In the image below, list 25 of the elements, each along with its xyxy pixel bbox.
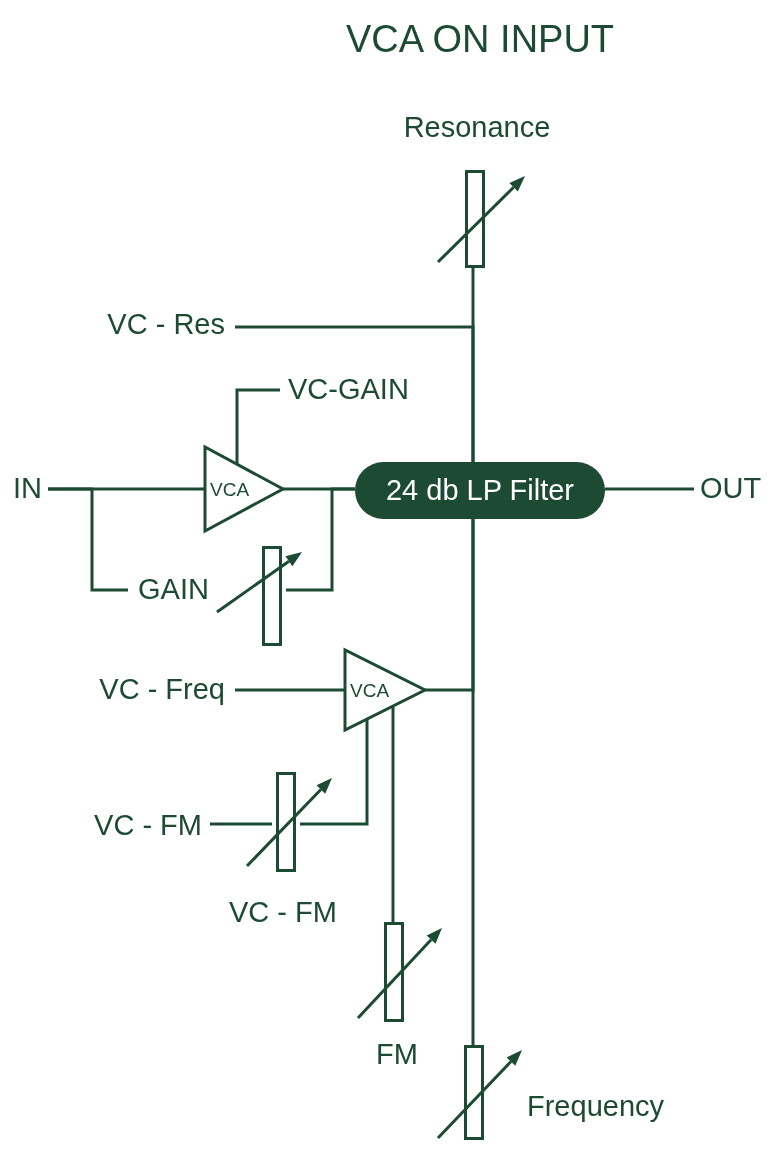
resistor-label: FM: [376, 1040, 418, 1069]
resistor-label: VC - FM: [229, 898, 337, 927]
wire: [605, 487, 694, 491]
wire: [300, 719, 369, 826]
wire: [235, 325, 475, 462]
wire: [48, 487, 128, 592]
wire: [286, 487, 355, 592]
filter-block: 24 db LP Filter: [355, 462, 605, 519]
signal-label: VC-GAIN: [288, 373, 409, 405]
wire: [391, 706, 395, 922]
signal-label: IN: [13, 472, 42, 504]
signal-label: VC - FM: [94, 809, 202, 841]
diagram-title: VCA ON INPUT: [345, 20, 615, 58]
resistor-label: Resonance: [403, 113, 551, 142]
signal-label: VC - Freq: [99, 673, 225, 705]
signal-label: VC - Res: [107, 308, 225, 340]
signal-label: OUT: [700, 472, 762, 504]
wire: [210, 822, 272, 826]
amplifier-label: VCA: [210, 480, 250, 499]
wire: [471, 519, 475, 1045]
amplifier-label: VCA: [350, 681, 390, 700]
wire: [235, 688, 345, 692]
resistor-label: Frequency: [527, 1092, 664, 1121]
wire: [235, 388, 280, 464]
resistor-label: GAIN: [138, 575, 209, 604]
